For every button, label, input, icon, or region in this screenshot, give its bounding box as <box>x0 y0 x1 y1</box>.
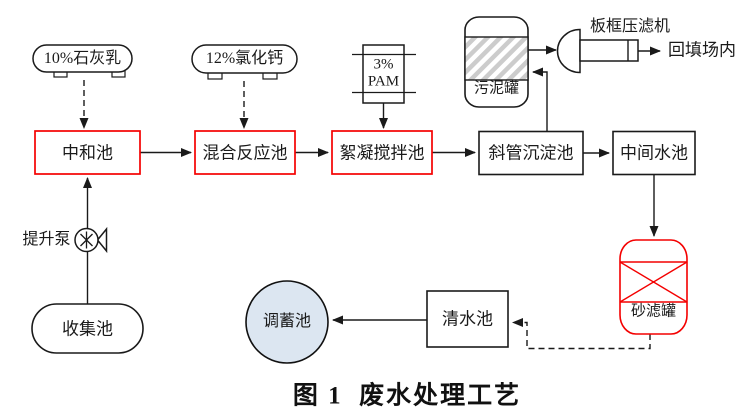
pam-tank-label-line2: PAM <box>367 73 400 90</box>
filter-press-shape <box>556 28 639 74</box>
mixing-label: 混合反应池 <box>202 143 288 162</box>
sand-filter-shape <box>619 239 688 335</box>
flow-arrows <box>79 45 661 350</box>
neutralization-label: 中和池 <box>62 143 113 162</box>
sand-filter-label: 砂滤罐 <box>630 303 677 320</box>
lime-tank-shape <box>32 44 133 78</box>
flocculation-box <box>331 130 433 175</box>
sludge-tank-shape <box>464 16 529 108</box>
mixing-box <box>194 130 296 175</box>
pam-tank-shape <box>352 44 416 104</box>
sludge-tank-label: 污泥罐 <box>473 80 520 96</box>
clear-water-label: 清水池 <box>442 309 493 329</box>
sedimentation-label: 斜管沉淀池 <box>488 143 574 163</box>
sedimentation-box <box>478 130 584 176</box>
lift-pump-icon <box>74 226 108 254</box>
intermediate-box <box>612 130 696 176</box>
intermediate-label: 中间水池 <box>620 143 688 163</box>
figure-caption: 图 1 废水处理工艺 <box>292 382 522 410</box>
filter-press-label: 板框压滤机 <box>589 17 671 35</box>
regulating-label: 调蓄池 <box>262 313 312 330</box>
collection-label: 收集池 <box>62 319 113 338</box>
regulating-pond-shape <box>245 280 329 364</box>
neutralization-box <box>34 130 141 175</box>
collection-tank-shape <box>31 303 144 354</box>
clear-water-box <box>426 290 509 348</box>
lime-tank-label: 10%石灰乳 <box>43 49 122 67</box>
flocculation-label: 絮凝搅拌池 <box>339 143 425 162</box>
cacl2-tank-shape <box>191 44 298 80</box>
backfill-label: 回填场内 <box>668 40 736 60</box>
cacl2-tank-label: 12%氯化钙 <box>205 50 284 67</box>
lift-pump-label: 提升泵 <box>22 230 71 248</box>
pam-tank-label-line1: 3% <box>373 56 394 72</box>
arrow-sedimentation-to-sludge-tank <box>532 67 548 131</box>
